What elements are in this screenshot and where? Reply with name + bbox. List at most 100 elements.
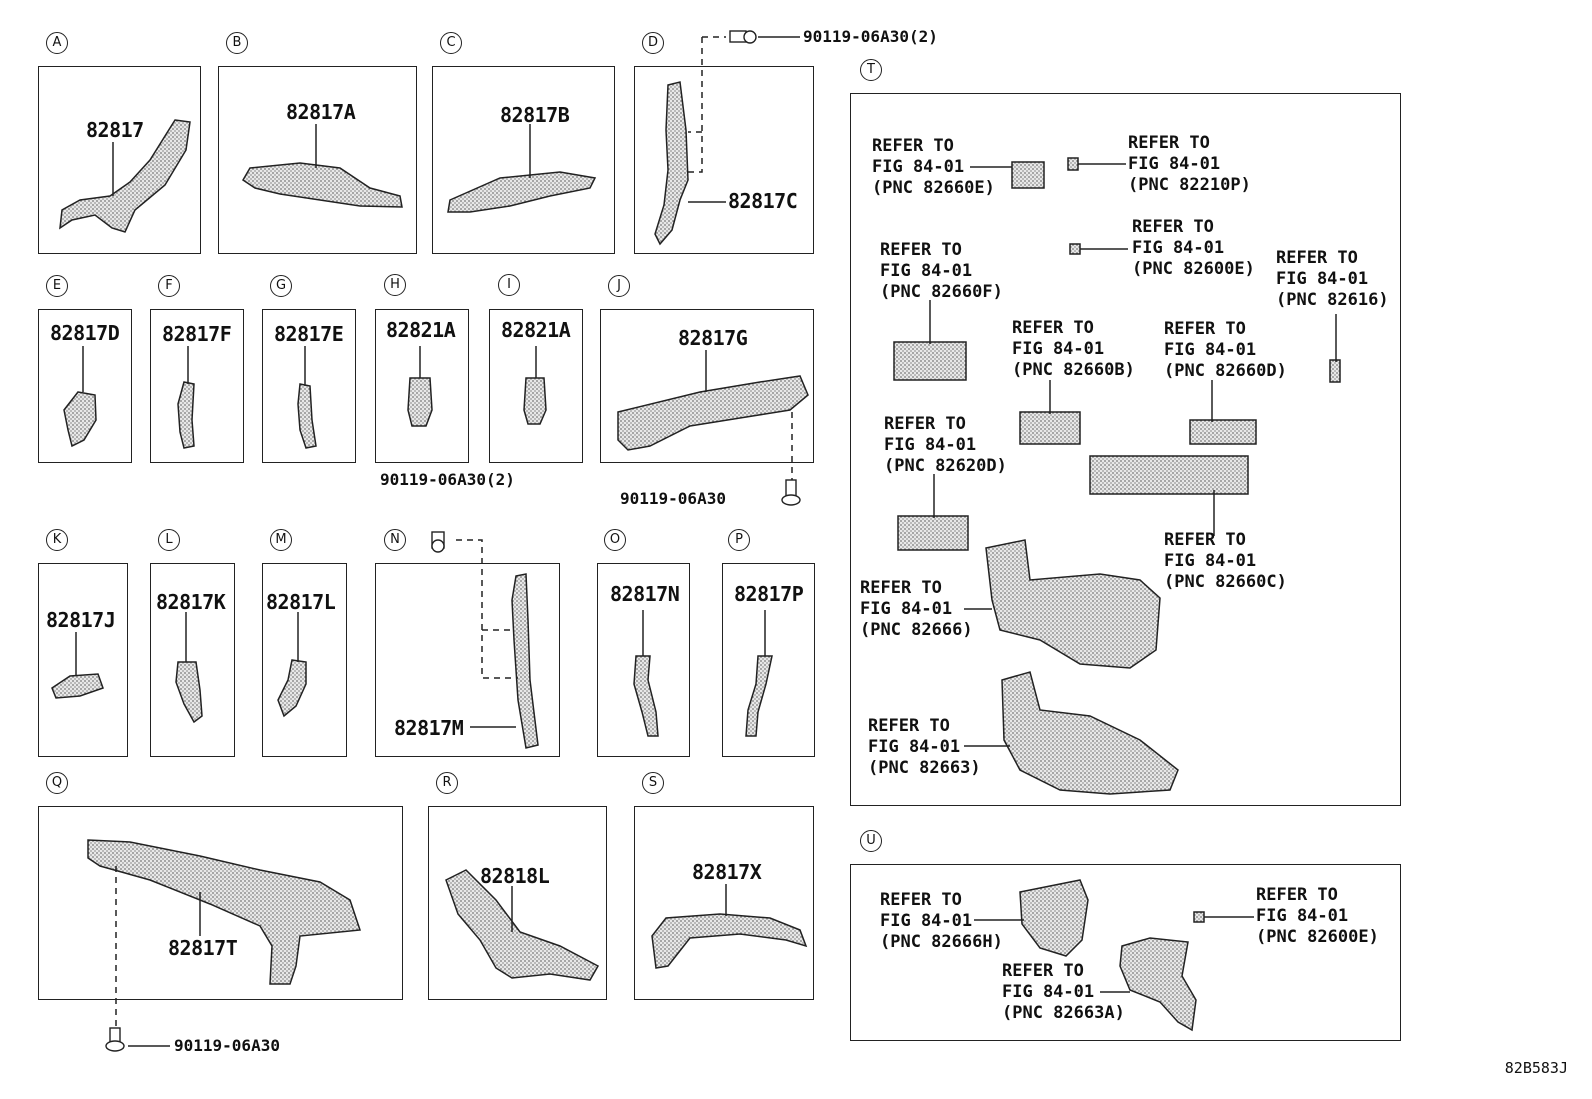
panel-c-label: C xyxy=(440,32,462,54)
ref-u2[interactable]: REFER TO FIG 84-01 (PNC 82600E) xyxy=(1256,885,1379,948)
bolt-d-icon xyxy=(729,30,747,43)
panel-k xyxy=(38,563,128,757)
ref-pnc: (PNC 82660D) xyxy=(1164,361,1287,381)
panel-c xyxy=(432,66,615,254)
panel-t-label: T xyxy=(860,59,882,81)
part-number-e: 82817D xyxy=(50,321,120,345)
ref-refer-to: REFER TO xyxy=(884,414,966,434)
ref-pnc: (PNC 82663A) xyxy=(1002,1003,1125,1023)
ref-refer-to: REFER TO xyxy=(1256,885,1338,905)
panel-n-label: N xyxy=(384,529,406,551)
ref-u3[interactable]: REFER TO FIG 84-01 (PNC 82663A) xyxy=(1002,961,1125,1024)
ref-t1[interactable]: REFER TO FIG 84-01 (PNC 82660E) xyxy=(872,136,995,199)
ref-fig: FIG 84-01 xyxy=(1164,340,1257,360)
ref-t2[interactable]: REFER TO FIG 84-01 (PNC 82210P) xyxy=(1128,133,1251,196)
ref-fig: FIG 84-01 xyxy=(1128,154,1221,174)
ref-pnc: (PNC 82663) xyxy=(868,758,981,778)
panel-h-label: H xyxy=(384,274,406,296)
ref-refer-to: REFER TO xyxy=(880,890,962,910)
ref-t4[interactable]: REFER TO FIG 84-01 (PNC 82660F) xyxy=(880,240,1003,303)
ref-fig: FIG 84-01 xyxy=(880,911,973,931)
ref-fig: FIG 84-01 xyxy=(1132,238,1225,258)
part-number-b: 82817A xyxy=(286,100,356,124)
ref-refer-to: REFER TO xyxy=(860,578,942,598)
ref-pnc: (PNC 82600E) xyxy=(1256,927,1379,947)
ref-fig: FIG 84-01 xyxy=(884,435,977,455)
ref-refer-to: REFER TO xyxy=(1002,961,1084,981)
ref-pnc: (PNC 82660C) xyxy=(1164,572,1287,592)
part-number-n: 82817M xyxy=(394,716,464,740)
panel-e-label: E xyxy=(46,275,68,297)
ref-refer-to: REFER TO xyxy=(1276,248,1358,268)
ref-pnc: (PNC 82210P) xyxy=(1128,175,1251,195)
panel-q xyxy=(38,806,403,1000)
panel-m xyxy=(262,563,347,757)
ref-refer-to: REFER TO xyxy=(872,136,954,156)
part-number-k: 82817J xyxy=(46,608,116,632)
bolt-q-icon xyxy=(109,1027,121,1045)
ref-fig: FIG 84-01 xyxy=(1256,906,1349,926)
ref-fig: FIG 84-01 xyxy=(868,737,961,757)
panel-l-label: L xyxy=(158,529,180,551)
bolt-h-label: 90119-06A30(2) xyxy=(380,470,515,489)
ref-fig: FIG 84-01 xyxy=(1012,339,1105,359)
ref-refer-to: REFER TO xyxy=(868,716,950,736)
panel-d xyxy=(634,66,814,254)
panel-u-label: U xyxy=(860,830,882,852)
ref-t3[interactable]: REFER TO FIG 84-01 (PNC 82600E) xyxy=(1132,217,1255,280)
panel-i-label: I xyxy=(498,274,520,296)
panel-d-label: D xyxy=(642,32,664,54)
ref-t8[interactable]: REFER TO FIG 84-01 (PNC 82620D) xyxy=(884,414,1007,477)
ref-fig: FIG 84-01 xyxy=(880,261,973,281)
ref-pnc: (PNC 82666H) xyxy=(880,932,1003,952)
ref-fig: FIG 84-01 xyxy=(1164,551,1257,571)
part-number-j: 82817G xyxy=(678,326,748,350)
panel-s-label: S xyxy=(642,772,664,794)
panel-j-label: J xyxy=(608,275,630,297)
bolt-d-label: 90119-06A30(2) xyxy=(803,27,938,46)
part-number-l: 82817K xyxy=(156,590,226,614)
part-number-g: 82817E xyxy=(274,322,344,346)
panel-f-label: F xyxy=(158,275,180,297)
part-number-s: 82817X xyxy=(692,860,762,884)
ref-t5[interactable]: REFER TO FIG 84-01 (PNC 82616) xyxy=(1276,248,1389,311)
panel-f xyxy=(150,309,244,463)
ref-refer-to: REFER TO xyxy=(1164,319,1246,339)
panel-a-label: A xyxy=(46,32,68,54)
part-number-h: 82821A xyxy=(386,318,456,342)
part-number-p: 82817P xyxy=(734,582,804,606)
ref-refer-to: REFER TO xyxy=(1128,133,1210,153)
ref-t10[interactable]: REFER TO FIG 84-01 (PNC 82666) xyxy=(860,578,973,641)
ref-refer-to: REFER TO xyxy=(1164,530,1246,550)
ref-t11[interactable]: REFER TO FIG 84-01 (PNC 82663) xyxy=(868,716,981,779)
panel-p-label: P xyxy=(728,529,750,551)
ref-refer-to: REFER TO xyxy=(1012,318,1094,338)
bolt-j-label: 90119-06A30 xyxy=(620,489,726,508)
part-number-c: 82817B xyxy=(500,103,570,127)
ref-fig: FIG 84-01 xyxy=(1002,982,1095,1002)
panel-l xyxy=(150,563,235,757)
ref-u1[interactable]: REFER TO FIG 84-01 (PNC 82666H) xyxy=(880,890,1003,953)
part-number-m: 82817L xyxy=(266,590,336,614)
bolt-j-icon xyxy=(785,479,797,497)
panel-r xyxy=(428,806,607,1000)
ref-t6[interactable]: REFER TO FIG 84-01 (PNC 82660B) xyxy=(1012,318,1135,381)
part-number-q: 82817T xyxy=(168,936,238,960)
panel-b xyxy=(218,66,417,254)
ref-pnc: (PNC 82600E) xyxy=(1132,259,1255,279)
part-number-i: 82821A xyxy=(501,318,571,342)
part-number-f: 82817F xyxy=(162,322,232,346)
ref-t9[interactable]: REFER TO FIG 84-01 (PNC 82660C) xyxy=(1164,530,1287,593)
bolt-n-icon xyxy=(431,531,445,549)
ref-pnc: (PNC 82660E) xyxy=(872,178,995,198)
ref-pnc: (PNC 82620D) xyxy=(884,456,1007,476)
panel-r-label: R xyxy=(436,772,458,794)
panel-s xyxy=(634,806,814,1000)
part-number-o: 82817N xyxy=(610,582,680,606)
ref-t7[interactable]: REFER TO FIG 84-01 (PNC 82660D) xyxy=(1164,319,1287,382)
panel-q-label: Q xyxy=(46,772,68,794)
ref-pnc: (PNC 82616) xyxy=(1276,290,1389,310)
ref-pnc: (PNC 82660F) xyxy=(880,282,1003,302)
panel-k-label: K xyxy=(46,529,68,551)
panel-o-label: O xyxy=(604,529,626,551)
